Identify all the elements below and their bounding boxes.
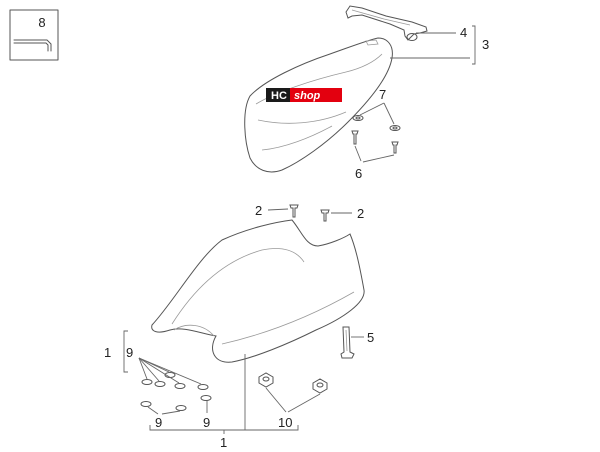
- callout-9-low-right: 9: [203, 415, 210, 430]
- pad-9-g: [175, 405, 187, 411]
- seat-cowl: [244, 37, 393, 173]
- callout-3: 3: [482, 37, 489, 52]
- callout-10: 10: [278, 415, 292, 430]
- callout-group-3-4: 4 3: [390, 25, 489, 65]
- latch-hook-outline: [340, 326, 355, 359]
- allen-key-inset: 8: [9, 9, 59, 61]
- callout-9-low-left: 9: [155, 415, 162, 430]
- grab-handle-detail: [351, 9, 411, 26]
- leader-9-c: [138, 357, 160, 382]
- cowl-fasteners: 7 6: [351, 87, 401, 181]
- logo-text-hc: HC: [271, 90, 287, 102]
- leader-2-left: [267, 208, 289, 211]
- callout-2-right: 2: [357, 206, 364, 221]
- rider-seat: [151, 219, 365, 363]
- seat-cowl-crease-low: [261, 125, 333, 151]
- pad-9-b: [141, 379, 153, 385]
- leader-9-f: [147, 406, 159, 415]
- leader-6-left: [354, 145, 362, 162]
- callout-4: 4: [460, 25, 467, 40]
- grab-handle-mount: [406, 33, 418, 41]
- rider-seat-outline: [151, 219, 365, 363]
- screw-2-right: [320, 209, 330, 222]
- leader-6-right: [362, 154, 395, 163]
- inset-frame: [9, 9, 59, 61]
- pad-9-c: [154, 381, 166, 387]
- leader-9-e: [138, 357, 202, 385]
- bushing-10-right: [312, 378, 328, 394]
- logo-text-shop: shop: [294, 90, 321, 102]
- bracket-3: [472, 25, 476, 65]
- screw-6-right: [391, 141, 399, 154]
- rider-seat-crease-edge: [221, 291, 355, 345]
- pad-9-f: [140, 401, 152, 407]
- bushing-10-left: [258, 372, 274, 388]
- bracket-1-bottom: [149, 425, 299, 431]
- logo-dark-block: [266, 88, 290, 102]
- leader-9-g: [161, 410, 181, 415]
- grab-handle-outline: [345, 5, 428, 41]
- leader-7-left: [359, 102, 385, 116]
- leader-10-left: [265, 387, 287, 413]
- leader-7-right: [383, 102, 395, 125]
- callout-2-left: 2: [255, 203, 262, 218]
- callout-1-side: 1: [104, 345, 111, 360]
- pad-9-d: [174, 383, 186, 389]
- leader-9-b: [138, 357, 148, 380]
- hc-shop-logo: HC shop: [266, 88, 342, 102]
- seat-cowl-emblem: [365, 39, 379, 46]
- callout-7: 7: [379, 87, 386, 102]
- screw-6-left: [351, 130, 359, 145]
- seat-cowl-crease-mid: [257, 111, 347, 124]
- callout-5: 5: [367, 330, 374, 345]
- callout-group-1: 1 1: [104, 330, 299, 450]
- pad-9-h: [200, 395, 212, 401]
- allen-key-icon: [13, 39, 52, 52]
- callout-6: 6: [355, 166, 362, 181]
- seat-latch: 5: [340, 326, 374, 359]
- screw-2-left: [289, 204, 299, 218]
- grab-handle: [345, 5, 428, 41]
- seat-bushings: 10: [258, 372, 328, 430]
- rubber-pads: 9 9 9: [126, 345, 212, 430]
- washer-7-left: [352, 115, 364, 121]
- pad-9-e: [197, 384, 209, 390]
- seat-screws: 2 2: [255, 203, 364, 222]
- leader-10-right: [287, 393, 321, 413]
- callout-8: 8: [38, 15, 45, 30]
- washer-7-right: [389, 125, 401, 131]
- rider-seat-front-lip: [173, 324, 215, 337]
- callout-9-main: 9: [126, 345, 133, 360]
- bracket-1-side: [123, 330, 128, 373]
- callout-1-bottom: 1: [220, 435, 227, 450]
- rider-seat-crease-top: [171, 248, 305, 325]
- seat-cowl-outline: [244, 37, 393, 173]
- leader-9-d: [138, 357, 180, 384]
